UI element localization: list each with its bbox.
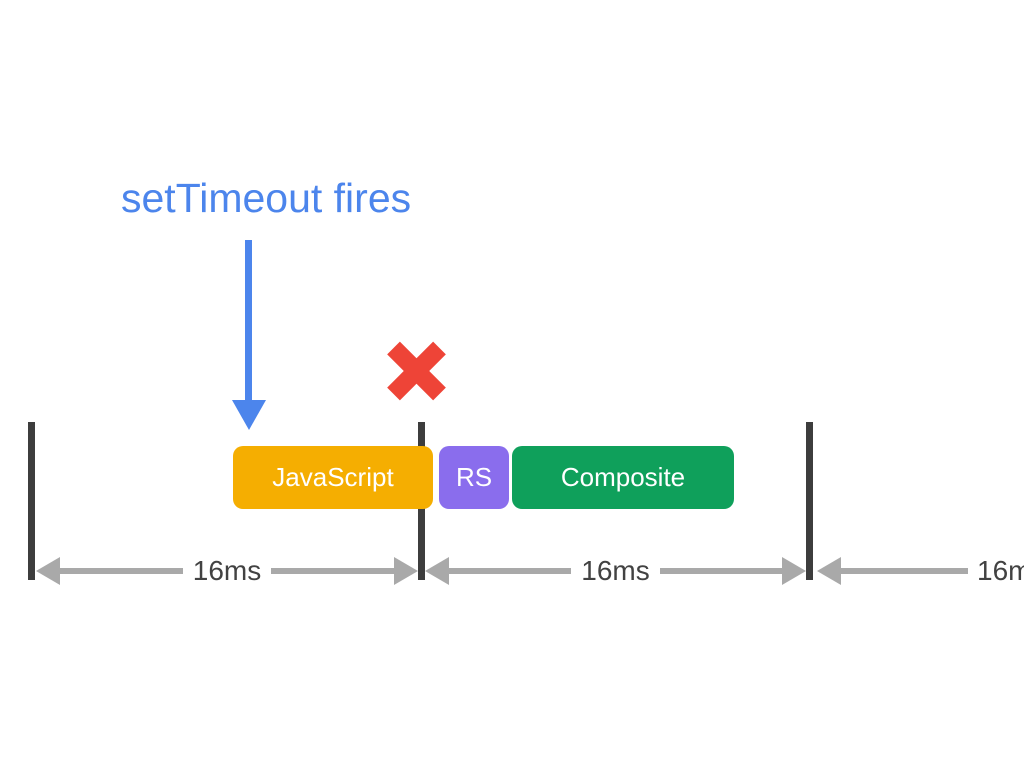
task-block-composite: Composite — [512, 446, 734, 509]
arrow-right-icon — [394, 557, 418, 585]
arrow-right-icon — [782, 557, 806, 585]
settimeout-fires-label: setTimeout fires — [121, 175, 412, 221]
task-block-rs: RS — [439, 446, 509, 509]
interval-arrow-3: 16ms — [817, 555, 1024, 586]
task-block-composite-label: Composite — [560, 462, 686, 492]
task-block-javascript-label: JavaScript — [272, 462, 394, 492]
frame-boundary-tick-3 — [806, 422, 813, 580]
arrow-down-icon — [232, 240, 266, 430]
x-cross-icon — [384, 339, 449, 403]
interval-arrow-2: 16ms — [425, 555, 806, 586]
interval-label-1: 16ms — [192, 555, 262, 586]
interval-arrow-1: 16ms — [36, 555, 418, 586]
task-block-javascript: JavaScript — [233, 446, 433, 509]
interval-label-3: 16ms — [977, 555, 1024, 586]
arrow-down-shaft — [245, 240, 252, 403]
arrow-down-head — [232, 400, 266, 430]
arrow-left-icon — [36, 557, 60, 585]
interval-label-2: 16ms — [581, 555, 650, 586]
frame-boundary-tick-1 — [28, 422, 35, 580]
arrow-left-icon — [817, 557, 841, 585]
arrow-left-icon — [425, 557, 449, 585]
task-block-rs-label: RS — [455, 462, 493, 492]
